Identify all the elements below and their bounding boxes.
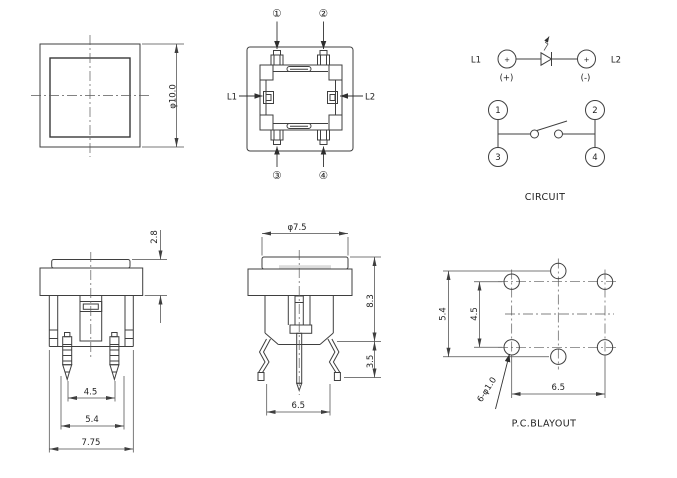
pin4-label: ④	[319, 170, 328, 182]
dim-label-cap-height: 2.8	[150, 230, 160, 244]
dim-label-lead-span: 6.5	[292, 401, 306, 411]
claw-pins-front	[62, 332, 120, 382]
button-top-view: φ10.0	[31, 35, 184, 157]
light-emission-arrow	[543, 36, 550, 51]
dim-label-column-pitch: 6.5	[552, 383, 566, 393]
dimension-cap-height: 2.8	[132, 230, 167, 323]
hole-pin3	[503, 339, 520, 356]
dimension-column-pitch: 6.5	[511, 356, 606, 398]
pin3-label: ③	[272, 170, 281, 182]
side-view: φ7.5	[247, 223, 381, 416]
terminal-l2-plus: +	[584, 56, 590, 64]
hole-led-l1	[550, 262, 567, 280]
dimension-switch-hole-pitch: 4.5	[470, 281, 503, 348]
circuit-diagram: L1 + + L2 (+) (-) 1 2 3 4	[471, 36, 621, 203]
dimension-body-width: 7.75	[48, 350, 134, 453]
pcb-layout-view: 5.4 4.5 6.5 6-φ1.0 P.C.BLAYOUT	[439, 258, 618, 430]
switch-schematic: 1 2 3 4	[488, 100, 605, 167]
dim-label-cap-diameter: φ7.5	[287, 223, 306, 233]
terminal-l1-plus: +	[504, 56, 510, 64]
hole-pin4	[596, 339, 614, 356]
contact-right	[554, 129, 563, 139]
plunger-side	[287, 295, 313, 334]
housing-outline	[246, 46, 354, 152]
dimension-body-height: 8.3	[337, 256, 381, 342]
dim-label-body-height: 8.3	[366, 294, 376, 308]
dimension-claw-outer-span: 5.4	[60, 376, 125, 430]
led-symbol	[540, 36, 553, 67]
dimension-led-hole-pitch: 5.4	[439, 270, 550, 358]
dim-label-hole-note: 6-φ1.0	[476, 376, 499, 405]
dimension-claw-inner-span: 4.5	[67, 381, 116, 402]
cap-shading	[279, 265, 331, 269]
dim-label-led-pitch: 5.4	[439, 307, 449, 321]
pcb-caption: P.C.BLAYOUT	[512, 419, 577, 430]
drill-holes	[503, 262, 614, 365]
mounting-slots	[286, 66, 312, 129]
terminal-3-label: 3	[495, 153, 500, 163]
dimension-lead-span: 6.5	[266, 384, 331, 416]
circuit-l2-label: L2	[611, 56, 621, 66]
dim-label-lead-length: 3.5	[366, 355, 376, 369]
hole-pin1	[503, 273, 520, 290]
dimension-lead-length: 3.5	[344, 341, 381, 378]
terminal-2-label: 2	[592, 106, 597, 116]
led-l2-label: L2	[365, 93, 375, 103]
dimension-diameter-10: φ10.0	[142, 43, 184, 148]
hole-centerlines	[498, 258, 618, 370]
led-l1-label: L1	[227, 93, 237, 103]
terminal-1-label: 1	[495, 106, 500, 116]
front-view: 4.5 5.4 7.75 2.8	[39, 230, 167, 453]
dim-label-switch-pitch: 4.5	[470, 307, 480, 321]
dim-label-claw-inner: 4.5	[84, 388, 98, 398]
switch-pins	[270, 50, 330, 145]
switch-lever	[536, 120, 568, 131]
led-pins	[263, 91, 338, 104]
hole-led-l2	[550, 348, 567, 365]
dim-label-claw-outer: 5.4	[85, 415, 99, 425]
pin-layout-view: ① ② ③ ④ L1 L2	[227, 8, 375, 182]
terminal-l2	[577, 49, 596, 69]
contact-left	[530, 129, 539, 139]
hole-note-leader-arrow	[495, 353, 511, 410]
circuit-l1-label: L1	[471, 56, 481, 66]
housing-front	[48, 295, 134, 347]
housing-side	[264, 295, 334, 345]
pin2-label: ②	[319, 8, 328, 20]
hole-size-callout: 6-φ1.0	[476, 353, 511, 410]
polarity-negative-label: (-)	[581, 74, 591, 84]
polarity-positive-label: (+)	[500, 74, 514, 84]
circuit-caption: CIRCUIT	[525, 192, 566, 203]
bent-leads-side	[257, 338, 341, 381]
hole-pin2	[596, 273, 614, 290]
pin1-label: ①	[272, 8, 281, 20]
terminal-4-label: 4	[592, 153, 597, 163]
base-flange-front	[39, 267, 144, 296]
base-flange-side	[247, 268, 353, 296]
dimension-cap-diameter: φ7.5	[261, 223, 349, 256]
pin-callouts: ① ② ③ ④ L1 L2	[227, 8, 375, 182]
dim-label-diameter: φ10.0	[169, 84, 179, 109]
dim-label-body-width: 7.75	[82, 438, 101, 448]
